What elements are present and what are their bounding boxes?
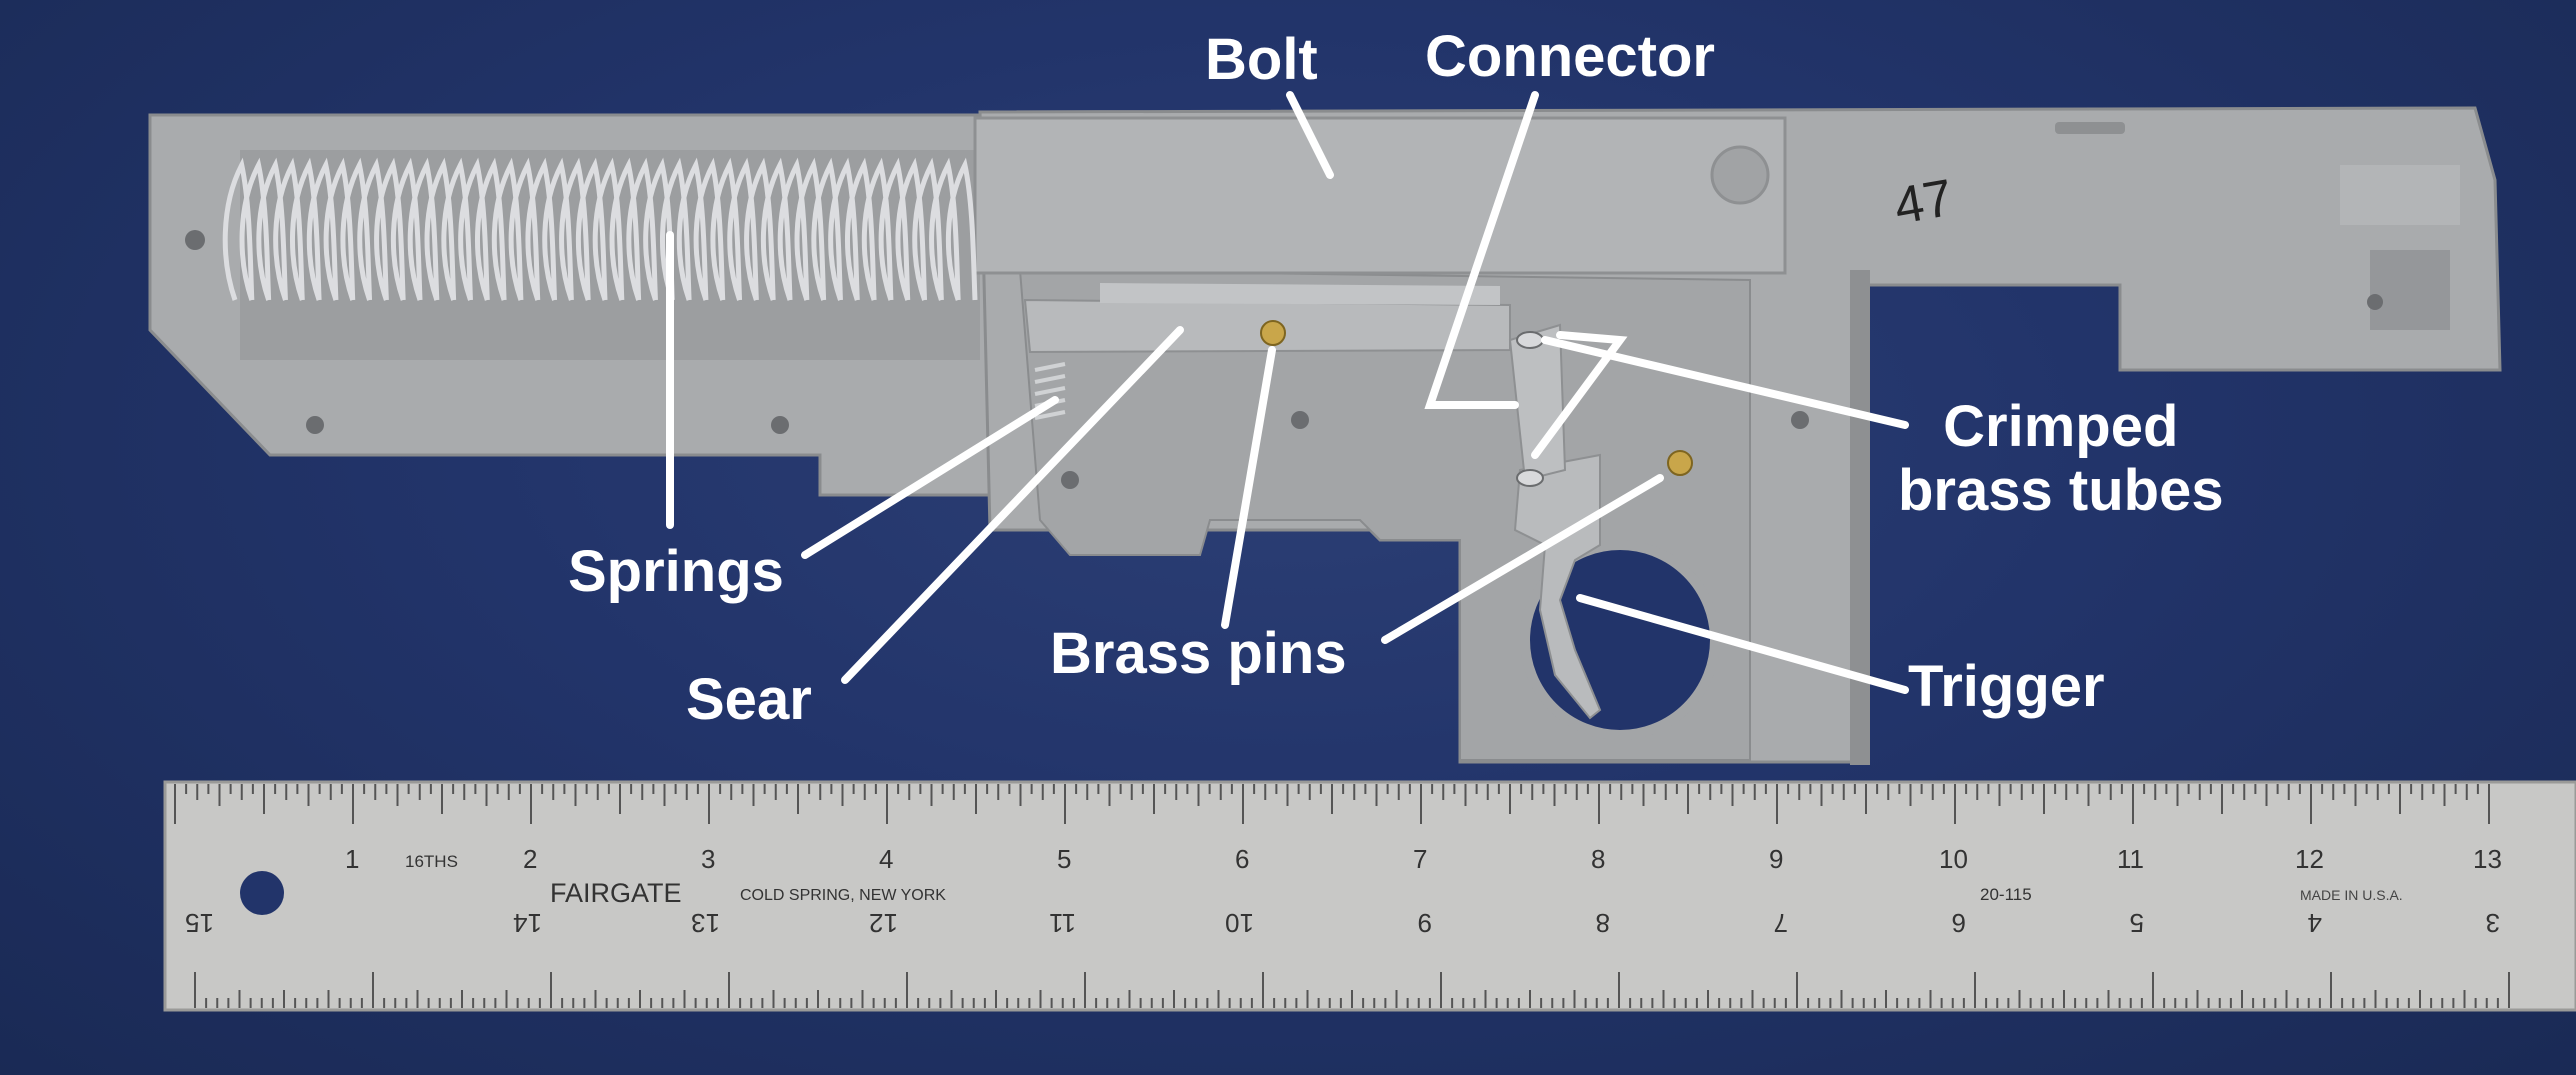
ruler-top-number: 7 <box>1413 844 1427 874</box>
ruler-top-number: 2 <box>523 844 537 874</box>
label-crimped-line2: brass tubes <box>1898 457 2224 523</box>
ruler-bottom-number: 12 <box>869 908 898 938</box>
label-crimped-line1: Crimped <box>1943 394 2179 459</box>
label-connector: Connector <box>1425 24 1715 89</box>
callout-line-springs-2 <box>801 396 1059 559</box>
ruler-scale-note: 16THS <box>405 852 458 871</box>
ruler-brand: FAIRGATE <box>550 878 682 908</box>
part-marking: 47 <box>1890 169 1957 236</box>
ruler-bottom-number: 8 <box>1596 908 1610 938</box>
callout-line-sear <box>841 326 1184 684</box>
brass-parts <box>1260 320 1693 487</box>
ruler-bottom-number: 11 <box>1049 908 1076 938</box>
ruler-bottom-number: 14 <box>513 908 542 938</box>
label-bolt: Bolt <box>1205 27 1318 92</box>
callout-line-connector <box>1424 91 1539 409</box>
callout-line-brass-pins-1 <box>1221 346 1276 629</box>
ruler-model: 20-115 <box>1980 885 2032 904</box>
ruler-top-number: 13 <box>2473 844 2502 874</box>
ruler-top-number: 11 <box>2117 844 2144 874</box>
ruler-top-number: 3 <box>701 844 715 874</box>
callout-lines <box>666 91 1909 694</box>
label-crimped-brass-tubes: Crimped brass tubes <box>1898 395 2224 523</box>
label-brass-pins: Brass pins <box>1050 621 1347 686</box>
callout-line-trigger <box>1576 594 1909 694</box>
sear-spring <box>1034 362 1066 420</box>
callout-line-crimped-2 <box>1531 331 1628 459</box>
ruler-bottom-number: 3 <box>2486 908 2500 938</box>
ruler-top-number: 8 <box>1591 844 1605 874</box>
callout-line-brass-pins-2 <box>1381 474 1664 644</box>
ruler-top-number: 4 <box>879 844 893 874</box>
ruler-origin: MADE IN U.S.A. <box>2300 887 2403 903</box>
ruler-maker-location: COLD SPRING, NEW YORK <box>740 887 946 904</box>
ruler-top-number: 1 <box>345 844 359 874</box>
label-trigger: Trigger <box>1908 654 2105 719</box>
callout-line-bolt <box>1286 91 1334 179</box>
ruler-bottom-number: 9 <box>1418 908 1432 938</box>
ruler-bottom-number: 5 <box>2130 908 2144 938</box>
label-sear: Sear <box>686 667 812 732</box>
ruler-bottom-number: 10 <box>1225 908 1254 938</box>
ruler-top-number: 12 <box>2295 844 2324 874</box>
ruler-top-number: 9 <box>1769 844 1783 874</box>
label-springs: Springs <box>568 539 784 604</box>
ruler-top-number: 10 <box>1939 844 1968 874</box>
ruler-bottom-number: 15 <box>185 908 214 938</box>
ruler-top-number: 5 <box>1057 844 1071 874</box>
main-spring <box>222 157 978 301</box>
ruler-bottom-number: 13 <box>691 908 720 938</box>
ruler-top-number: 6 <box>1235 844 1249 874</box>
ruler-bottom-number: 7 <box>1774 908 1788 938</box>
ruler-bottom-number: 4 <box>2308 908 2322 938</box>
ruler-bottom-number: 6 <box>1952 908 1966 938</box>
